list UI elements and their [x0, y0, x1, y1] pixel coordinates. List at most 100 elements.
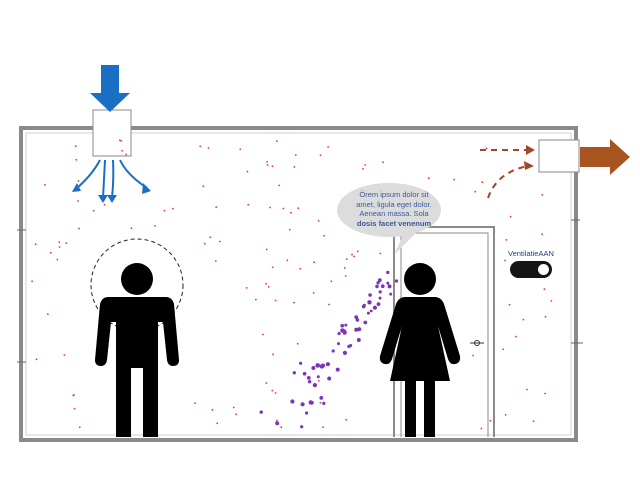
droplet: [327, 376, 332, 381]
particle: [31, 280, 33, 283]
particle: [293, 301, 295, 304]
particle: [78, 426, 81, 429]
particle: [266, 161, 268, 163]
droplet: [320, 363, 326, 368]
droplet: [386, 281, 390, 285]
particle: [294, 154, 297, 157]
droplet: [322, 401, 326, 405]
particle: [120, 140, 123, 142]
droplet: [363, 320, 368, 325]
particle: [265, 382, 268, 384]
particle: [73, 407, 76, 410]
droplet: [312, 383, 317, 388]
particle: [322, 426, 324, 428]
droplet: [259, 410, 263, 414]
speech-bubble-icon: [337, 183, 441, 255]
particle: [271, 266, 274, 269]
toggle-knob[interactable]: [538, 264, 549, 275]
droplet: [335, 367, 340, 372]
particle: [489, 419, 492, 422]
droplet: [325, 362, 330, 367]
particle: [550, 300, 553, 302]
particle: [313, 261, 315, 264]
droplet: [305, 411, 309, 415]
particle: [76, 186, 79, 189]
particle: [511, 169, 514, 172]
particle: [345, 258, 348, 260]
particle: [267, 286, 270, 288]
particle: [262, 333, 264, 336]
particle: [312, 292, 315, 294]
droplet: [367, 300, 372, 305]
droplet: [337, 342, 340, 346]
particle: [526, 388, 528, 391]
particle: [532, 420, 535, 423]
particle: [58, 246, 61, 248]
droplet: [302, 371, 307, 376]
droplet: [340, 323, 345, 328]
particle: [276, 140, 278, 143]
particle: [504, 259, 506, 262]
particle: [130, 227, 133, 230]
droplet: [300, 402, 305, 407]
droplet: [315, 363, 321, 368]
particle: [203, 242, 206, 245]
particle: [92, 209, 95, 212]
particle: [246, 170, 249, 173]
particle: [214, 260, 217, 262]
particle: [502, 348, 505, 351]
droplet: [372, 305, 377, 310]
particle: [72, 394, 75, 397]
particle: [280, 426, 283, 429]
speech-line-3: Aenean massa. Sola: [359, 209, 429, 218]
droplet: [349, 344, 353, 347]
particle: [245, 287, 248, 289]
droplet: [355, 318, 360, 322]
particle: [209, 236, 212, 239]
droplet: [366, 311, 370, 315]
speech-bubble-text: Örem ipsum dolor sit amet, ligula eget d…: [344, 190, 444, 228]
particle: [239, 148, 242, 151]
particle: [154, 225, 156, 227]
particle: [35, 358, 38, 361]
particle: [199, 145, 202, 148]
droplet: [375, 284, 379, 289]
droplet: [337, 331, 341, 336]
droplet: [299, 361, 303, 365]
particle: [480, 427, 483, 430]
particle: [271, 165, 274, 168]
air-inlet: [72, 65, 151, 203]
particle: [541, 194, 544, 196]
droplet: [378, 296, 382, 300]
particle: [319, 154, 322, 157]
particle: [269, 206, 271, 209]
particle: [472, 354, 474, 357]
particle: [75, 158, 78, 161]
particle: [265, 282, 267, 285]
particle: [278, 184, 280, 187]
particle: [207, 147, 210, 149]
ventilation-toggle[interactable]: [510, 261, 552, 278]
droplet: [275, 421, 280, 426]
droplet: [307, 380, 312, 384]
droplet: [292, 371, 296, 375]
particle: [290, 211, 292, 214]
room-walls: [19, 126, 578, 442]
droplet: [290, 399, 295, 404]
droplet: [394, 279, 399, 283]
droplet: [378, 290, 382, 294]
particle: [235, 413, 238, 416]
particle: [485, 147, 488, 150]
particle: [77, 200, 79, 202]
particle: [44, 183, 46, 186]
droplet: [369, 309, 373, 313]
particle: [522, 318, 525, 321]
particle: [508, 303, 511, 306]
inlet-arrow-icon: [90, 65, 130, 112]
particle: [515, 335, 517, 338]
particle: [427, 177, 430, 180]
particle: [364, 164, 367, 166]
droplet: [310, 400, 314, 405]
person-female-icon: [379, 263, 461, 437]
